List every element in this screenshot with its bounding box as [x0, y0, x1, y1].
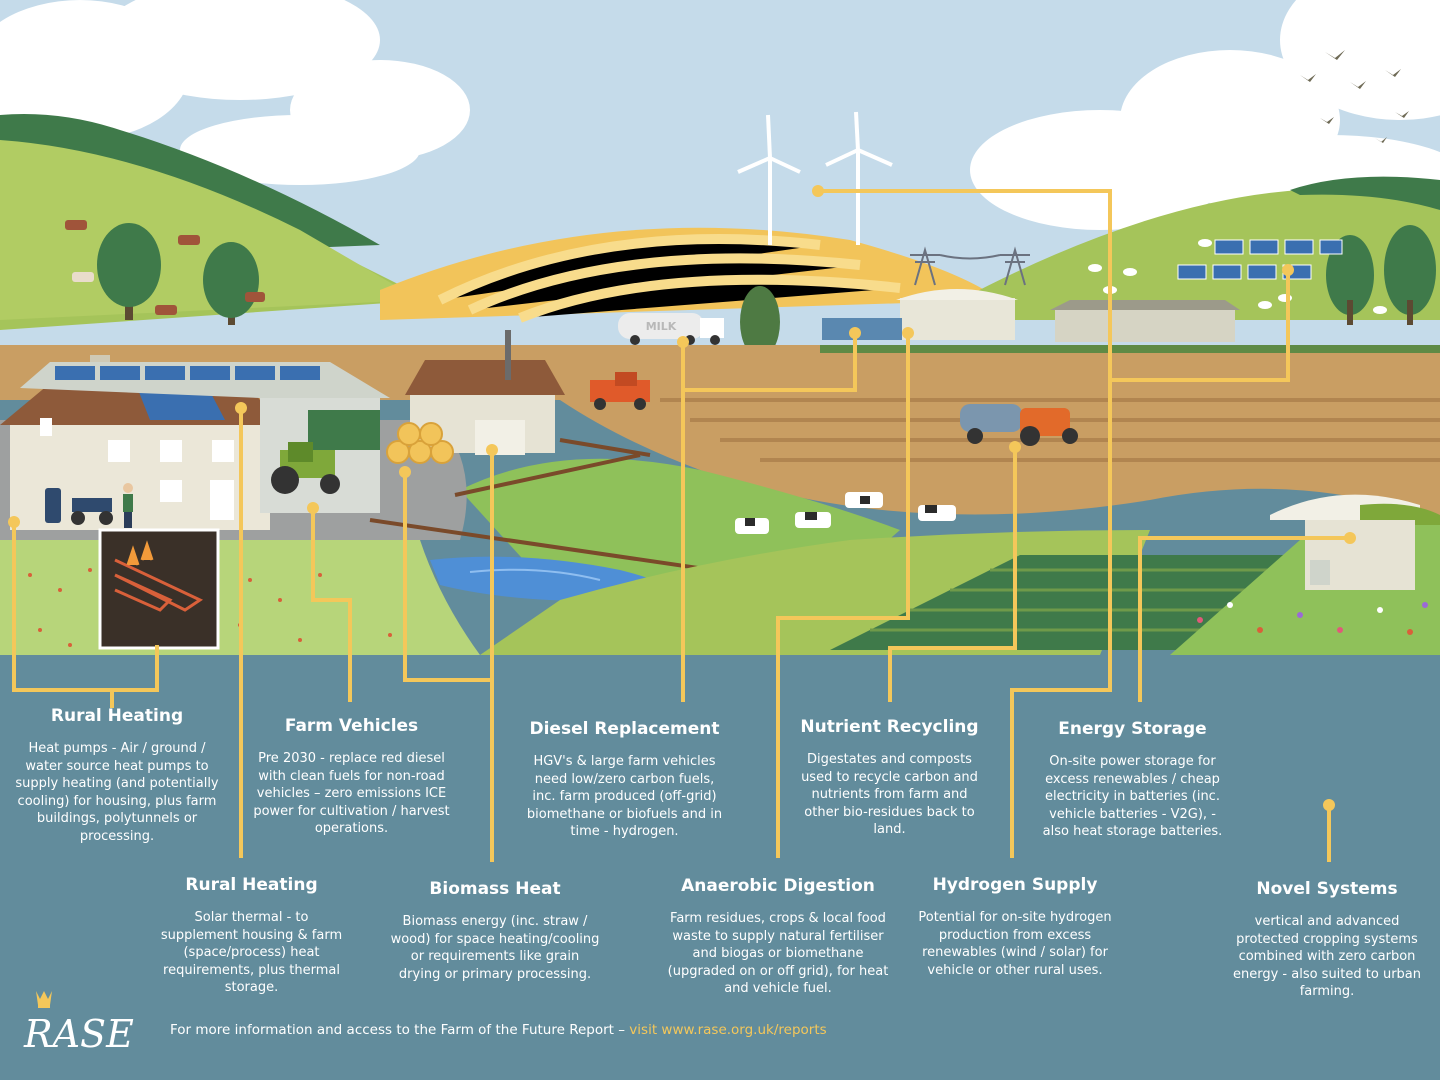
red-tractor — [590, 372, 650, 410]
connector-biomass-heat — [403, 472, 494, 862]
greenhouse — [1270, 494, 1440, 590]
slurry-tractor — [960, 404, 1078, 446]
label-title: Rural Heating — [50, 706, 184, 726]
label-text: On-site power storage for excess renewab… — [1042, 754, 1223, 840]
label-title: Biomass Heat — [429, 879, 561, 899]
label-energy-storage: Energy Storage On-site power storage for… — [1040, 719, 1225, 841]
label-text: Heat pumps - Air / ground / water source… — [15, 741, 219, 844]
connector-hydrogen-supply — [818, 189, 1112, 858]
solar-farm — [1177, 239, 1343, 280]
crop-rows — [870, 568, 1285, 632]
pond-ripple — [469, 568, 601, 581]
footer-link[interactable]: visit www.rase.org.uk/reports — [629, 1022, 827, 1038]
label-text: Potential for on-site hydrogen productio… — [918, 910, 1112, 978]
crown-icon — [36, 991, 52, 1008]
wind-turbines — [737, 111, 893, 245]
field-stripes — [437, 234, 901, 323]
footer-text: For more information and access to the F… — [170, 1022, 630, 1038]
birds — [1300, 50, 1409, 143]
quad-bike — [71, 498, 113, 525]
hay-bales — [386, 422, 454, 464]
wildflowers-right — [1197, 602, 1428, 635]
label-title: Rural Heating — [185, 875, 318, 895]
rase-logo: RASE — [23, 991, 134, 1056]
clouds — [0, 0, 1440, 230]
trees-right — [1326, 225, 1436, 325]
connectors — [12, 189, 1350, 862]
label-rural-heating-solar-thermal: Rural Heating Solar thermal - to supplem… — [154, 875, 349, 997]
right-hill — [960, 190, 1440, 320]
logo-text: RASE — [23, 1012, 134, 1056]
label-title: Farm Vehicles — [284, 716, 419, 736]
label-text: Solar thermal - to supplement housing & … — [160, 910, 343, 996]
ad-plant — [822, 289, 1240, 342]
label-novel-systems: Novel Systems vertical and advanced prot… — [1226, 879, 1428, 1001]
cows-pasture — [735, 492, 956, 534]
sheep — [1088, 239, 1387, 314]
biomass-building — [405, 330, 565, 455]
label-title: Novel Systems — [1256, 879, 1398, 899]
connector-dots — [8, 185, 1356, 811]
ev-charger — [45, 488, 61, 523]
label-text: HGV's & large farm vehicles need low/zer… — [526, 754, 723, 840]
crop-field — [830, 555, 1310, 650]
label-rural-heating-heat-pumps: Rural Heating Heat pumps - Air / ground … — [12, 706, 222, 846]
label-nutrient-recycling: Nutrient Recycling Digestates and compos… — [797, 717, 982, 839]
label-diesel-replacement: Diesel Replacement HGV's & large farm ve… — [522, 719, 727, 841]
label-text: Biomass energy (inc. straw / wood) for s… — [390, 914, 600, 982]
label-biomass-heat: Biomass Heat Biomass energy (inc. straw … — [390, 879, 600, 983]
label-title: Diesel Replacement — [529, 719, 720, 739]
right-hill-ridge — [1290, 176, 1440, 210]
label-text: Digestates and composts used to recycle … — [801, 752, 978, 838]
farmer — [123, 483, 133, 528]
connector-farm-vehicles — [311, 508, 352, 702]
cattle-hill — [65, 220, 265, 315]
label-text: Farm residues, crops & local food waste … — [667, 911, 889, 997]
hedge — [820, 345, 1440, 353]
connector-energy-storage — [1110, 270, 1290, 382]
label-anaerobic-digestion: Anaerobic Digestion Farm residues, crops… — [663, 876, 893, 998]
footer: For more information and access to the F… — [170, 1022, 827, 1038]
label-title: Hydrogen Supply — [932, 875, 1098, 895]
green-tractor — [271, 442, 340, 494]
label-title: Energy Storage — [1058, 719, 1207, 739]
label-text: Pre 2030 - replace red diesel with clean… — [253, 751, 450, 837]
label-farm-vehicles: Farm Vehicles Pre 2030 - replace red die… — [248, 716, 455, 838]
connector-nutrient-recycling — [888, 447, 1017, 702]
tanker-text: MILK — [646, 320, 677, 333]
label-text: vertical and advanced protected cropping… — [1232, 914, 1422, 1000]
ground-heat-pump-cutaway — [98, 528, 220, 650]
milk-tanker — [618, 313, 724, 345]
label-title: Anaerobic Digestion — [681, 876, 875, 896]
label-title: Nutrient Recycling — [800, 717, 979, 737]
label-hydrogen-supply: Hydrogen Supply Potential for on-site hy… — [910, 875, 1120, 979]
pylons — [910, 246, 1030, 286]
connector-heat-pumps — [12, 522, 114, 708]
